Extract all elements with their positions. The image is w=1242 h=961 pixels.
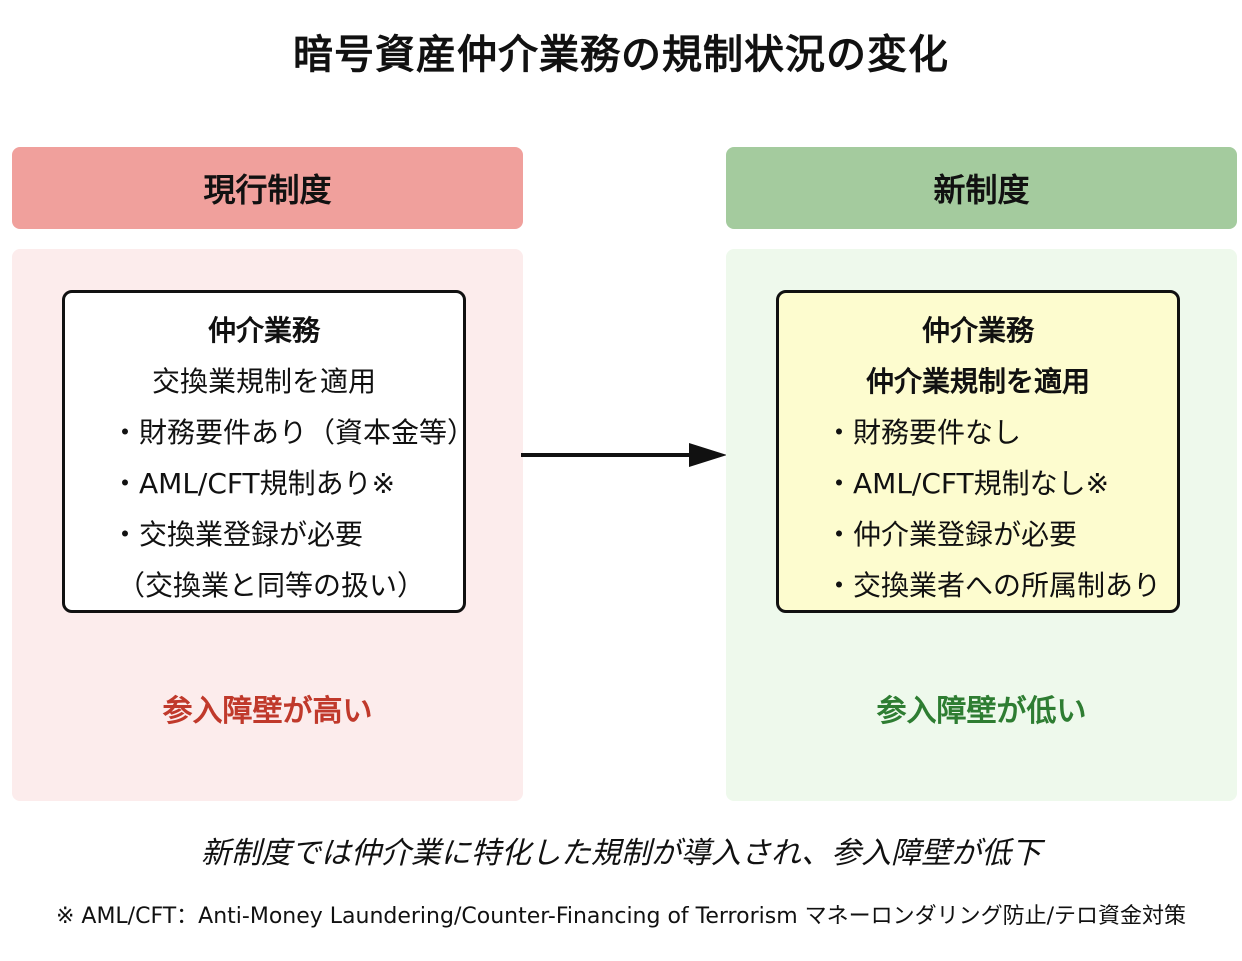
footnote: ※ AML/CFT：Anti-Money Laundering/Counter-… [55,904,1187,929]
transition-arrow-icon [521,443,727,467]
current-system-header-label: 現行制度 [203,171,332,209]
current-card-item: ・財務要件あり（資本金等） [111,416,476,449]
new-card-item: ・AML/CFT規制なし※ [825,467,1110,500]
current-card-item: ・交換業登録が必要 [111,518,364,551]
current-card-item: （交換業と同等の扱い） [117,569,426,602]
new-card-heading: 仲介業務 [921,314,1034,347]
diagram-title: 暗号資産仲介業務の規制状況の変化 [293,32,949,78]
current-card-heading: 仲介業務 [207,314,320,347]
new-brokerage-card: 仲介業務 仲介業規制を適用 ・財務要件なし ・AML/CFT規制なし※ ・仲介業… [776,290,1180,613]
summary-text: 新制度では仲介業に特化した規制が導入され、参入障壁が低下 [200,836,1042,871]
new-card-item: ・財務要件なし [825,416,1022,449]
new-card-item: ・交換業者への所属制あり [825,569,1162,602]
new-system-header-label: 新制度 [933,171,1030,209]
current-card-item: ・AML/CFT規制あり※ [111,467,396,500]
new-barrier-label: 参入障壁が低い [876,694,1087,729]
current-barrier-label: 参入障壁が高い [162,694,373,729]
current-system-header: 現行制度 [12,147,523,229]
new-card-regulation: 仲介業規制を適用 [865,365,1090,398]
new-card-item: ・仲介業登録が必要 [825,518,1078,551]
current-card-regulation: 交換業規制を適用 [151,365,376,398]
new-system-header: 新制度 [726,147,1237,229]
current-brokerage-card: 仲介業務 交換業規制を適用 ・財務要件あり（資本金等） ・AML/CFT規制あり… [62,290,475,613]
